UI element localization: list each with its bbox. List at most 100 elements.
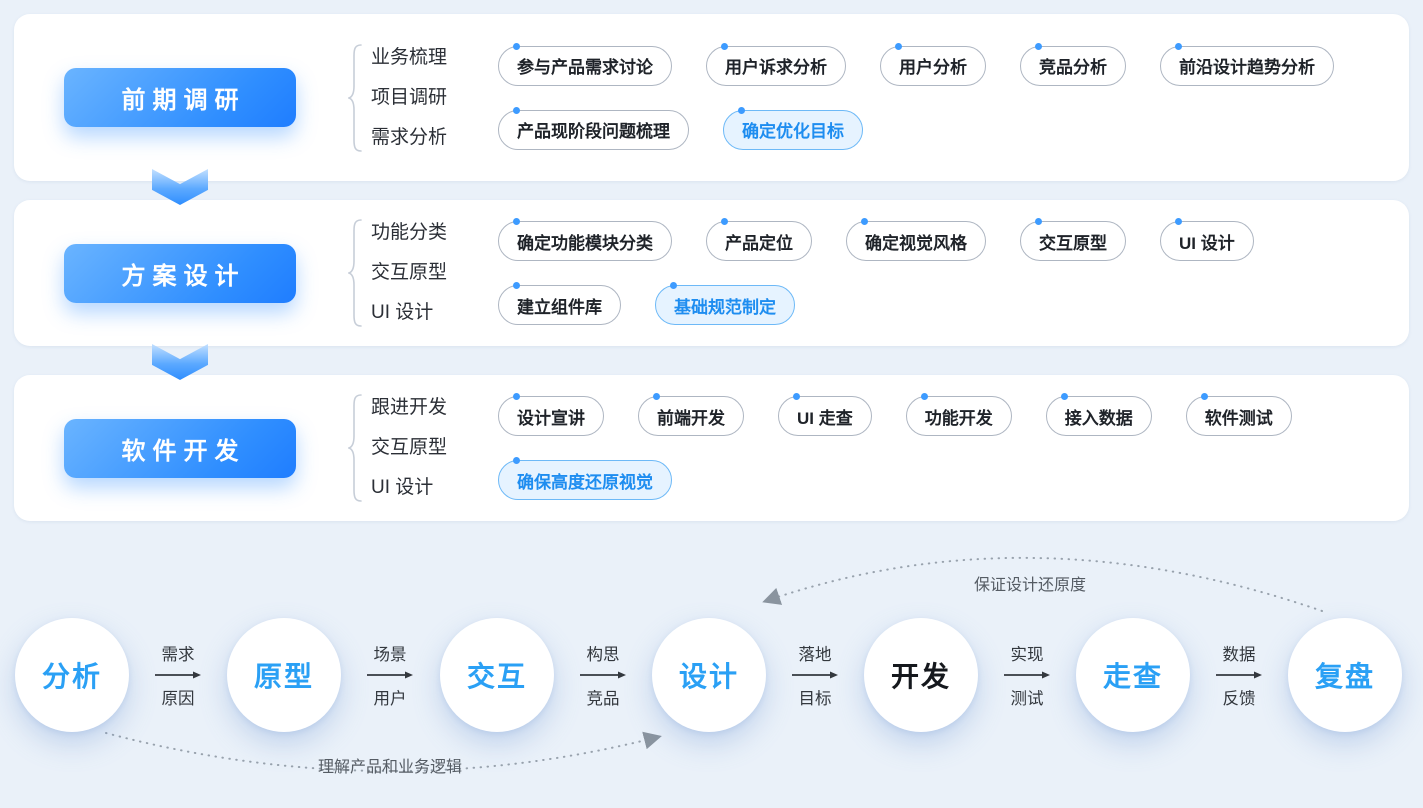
pill-row: 产品现阶段问题梳理 确定优化目标 — [498, 106, 1395, 150]
pill-row: 建立组件库 基础规范制定 — [498, 282, 1395, 325]
stage-card-design: 方案设计 功能分类 交互原型 UI 设计 确定功能模块分类 产品定位 确定视觉风… — [14, 200, 1409, 346]
pill-label: UI 走查 — [797, 408, 853, 428]
edge-bottom-label: 测试 — [1010, 690, 1044, 708]
task-pill: 竞品分析 — [1020, 42, 1126, 86]
flow-edge-6: 数据 反馈 — [1189, 641, 1289, 709]
stage-button-development: 软件开发 — [64, 418, 296, 478]
pill-label: 交互原型 — [1039, 233, 1107, 253]
pill-label: 产品现阶段问题梳理 — [517, 122, 670, 141]
pill-dot-icon — [1175, 218, 1182, 225]
pill-label: 接入数据 — [1064, 408, 1133, 428]
task-pill: 前端开发 — [638, 393, 744, 436]
flow-edge-1: 需求 原因 — [128, 641, 228, 709]
pill-dot-icon — [793, 393, 800, 400]
stage-side-list: 业务梳理 项目调研 需求分析 — [348, 38, 484, 158]
task-pill: 产品定位 — [706, 218, 812, 261]
side-item: 业务梳理 — [371, 46, 448, 68]
pill-label: 用户分析 — [899, 58, 967, 77]
pill-dot-icon — [513, 218, 520, 225]
pill-dot-icon — [895, 42, 902, 50]
edge-bottom-label: 竞品 — [586, 690, 620, 708]
pill-label: 确保高度还原视觉 — [517, 472, 653, 492]
pill-row: 确定功能模块分类 产品定位 确定视觉风格 交互原型 UI 设计 — [498, 218, 1395, 261]
edge-top-label: 场景 — [373, 646, 407, 664]
pill-dot-icon — [670, 282, 677, 289]
flow-node-interaction: 交互 — [440, 618, 554, 732]
flow-edge-4: 落地 目标 — [765, 641, 865, 709]
side-item: 跟进开发 — [371, 397, 448, 418]
pill-label: 软件测试 — [1204, 408, 1273, 428]
task-pill: 用户诉求分析 — [706, 42, 846, 86]
task-pill: 功能开发 — [905, 393, 1012, 436]
side-item: 交互原型 — [371, 262, 448, 283]
flow-edge-5: 实现 测试 — [977, 641, 1077, 709]
pill-dot-icon — [513, 106, 520, 114]
task-pill-highlighted: 基础规范制定 — [655, 282, 795, 325]
pill-dot-icon — [738, 106, 745, 114]
flow-node-prototype: 原型 — [227, 618, 341, 732]
loop-label-bottom: 理解产品和业务逻辑 — [317, 759, 462, 776]
pill-row: 设计宣讲 前端开发 UI 走查 功能开发 接入数据 软件测试 — [498, 393, 1395, 436]
task-pill: 用户分析 — [880, 42, 986, 86]
pill-label: 确定视觉风格 — [865, 233, 967, 253]
pill-dot-icon — [1175, 42, 1182, 50]
pill-dot-icon — [1035, 218, 1042, 225]
pill-label: 功能开发 — [924, 408, 993, 428]
loop-label-top: 保证设计还原度 — [973, 577, 1086, 594]
pill-dot-icon — [513, 457, 520, 464]
task-pill: 软件测试 — [1185, 393, 1292, 436]
pill-label: UI 设计 — [1179, 233, 1235, 253]
edge-top-label: 构思 — [586, 646, 620, 664]
edge-arrow-icon — [1216, 671, 1262, 679]
task-pill: 建立组件库 — [498, 282, 621, 325]
task-pill-highlighted: 确定优化目标 — [723, 106, 863, 150]
brace-icon — [348, 219, 362, 327]
pill-dot-icon — [920, 393, 928, 400]
edge-arrow-icon — [792, 671, 838, 679]
pill-label: 确定功能模块分类 — [517, 233, 653, 253]
task-pill: 接入数据 — [1045, 393, 1152, 436]
stage-title: 方案设计 — [121, 262, 246, 290]
pill-dot-icon — [861, 218, 868, 225]
pill-dot-icon — [513, 282, 520, 289]
pill-label: 前端开发 — [657, 408, 725, 428]
brace-icon — [348, 394, 362, 502]
brace-icon — [348, 43, 362, 152]
stage-title: 前期调研 — [121, 87, 246, 114]
pill-label: 前沿设计趋势分析 — [1179, 58, 1315, 77]
task-pill: UI 走查 — [778, 393, 872, 436]
task-pill: 确定功能模块分类 — [498, 218, 672, 261]
pill-label: 设计宣讲 — [517, 408, 585, 428]
task-pill: 交互原型 — [1020, 218, 1126, 261]
pill-dot-icon — [513, 393, 520, 400]
flow-node-walkthrough: 走查 — [1076, 618, 1190, 732]
stage-card-research: 前期调研 业务梳理 项目调研 需求分析 参与产品需求讨论 用户诉求分析 用户分析… — [14, 14, 1409, 181]
stage-button-research: 前期调研 — [64, 68, 296, 127]
pill-dot-icon — [1200, 393, 1208, 400]
pill-dot-icon — [1035, 42, 1042, 50]
flow-node-develop: 开发 — [864, 618, 978, 732]
stage-side-list: 功能分类 交互原型 UI 设计 — [348, 213, 484, 333]
stage-title: 软件开发 — [121, 437, 246, 465]
pill-row: 参与产品需求讨论 用户诉求分析 用户分析 竞品分析 前沿设计趋势分析 — [498, 42, 1395, 86]
pill-group: 确定功能模块分类 产品定位 确定视觉风格 交互原型 UI 设计 建立组件库 基础… — [498, 218, 1409, 325]
pill-label: 基础规范制定 — [674, 297, 776, 317]
pill-dot-icon — [513, 42, 520, 50]
flow-node-design: 设计 — [652, 618, 766, 732]
pill-group: 参与产品需求讨论 用户诉求分析 用户分析 竞品分析 前沿设计趋势分析 产品现阶段… — [498, 42, 1409, 150]
side-item: 项目调研 — [371, 86, 448, 108]
task-pill-highlighted: 确保高度还原视觉 — [498, 457, 672, 500]
edge-top-label: 需求 — [161, 646, 195, 664]
task-pill: 确定视觉风格 — [846, 218, 986, 261]
side-item: UI 设计 — [371, 477, 434, 498]
edge-bottom-label: 原因 — [161, 690, 195, 708]
edge-arrow-icon — [155, 671, 201, 679]
edge-bottom-label: 反馈 — [1222, 690, 1256, 708]
edge-arrow-icon — [1004, 671, 1050, 679]
pill-label: 确定优化目标 — [742, 122, 844, 141]
edge-arrow-icon — [580, 671, 626, 679]
pill-label: 参与产品需求讨论 — [517, 58, 653, 77]
edge-top-label: 数据 — [1222, 646, 1256, 664]
stage-side-list: 跟进开发 交互原型 UI 设计 — [348, 388, 484, 508]
flow-edge-2: 场景 用户 — [340, 641, 440, 709]
